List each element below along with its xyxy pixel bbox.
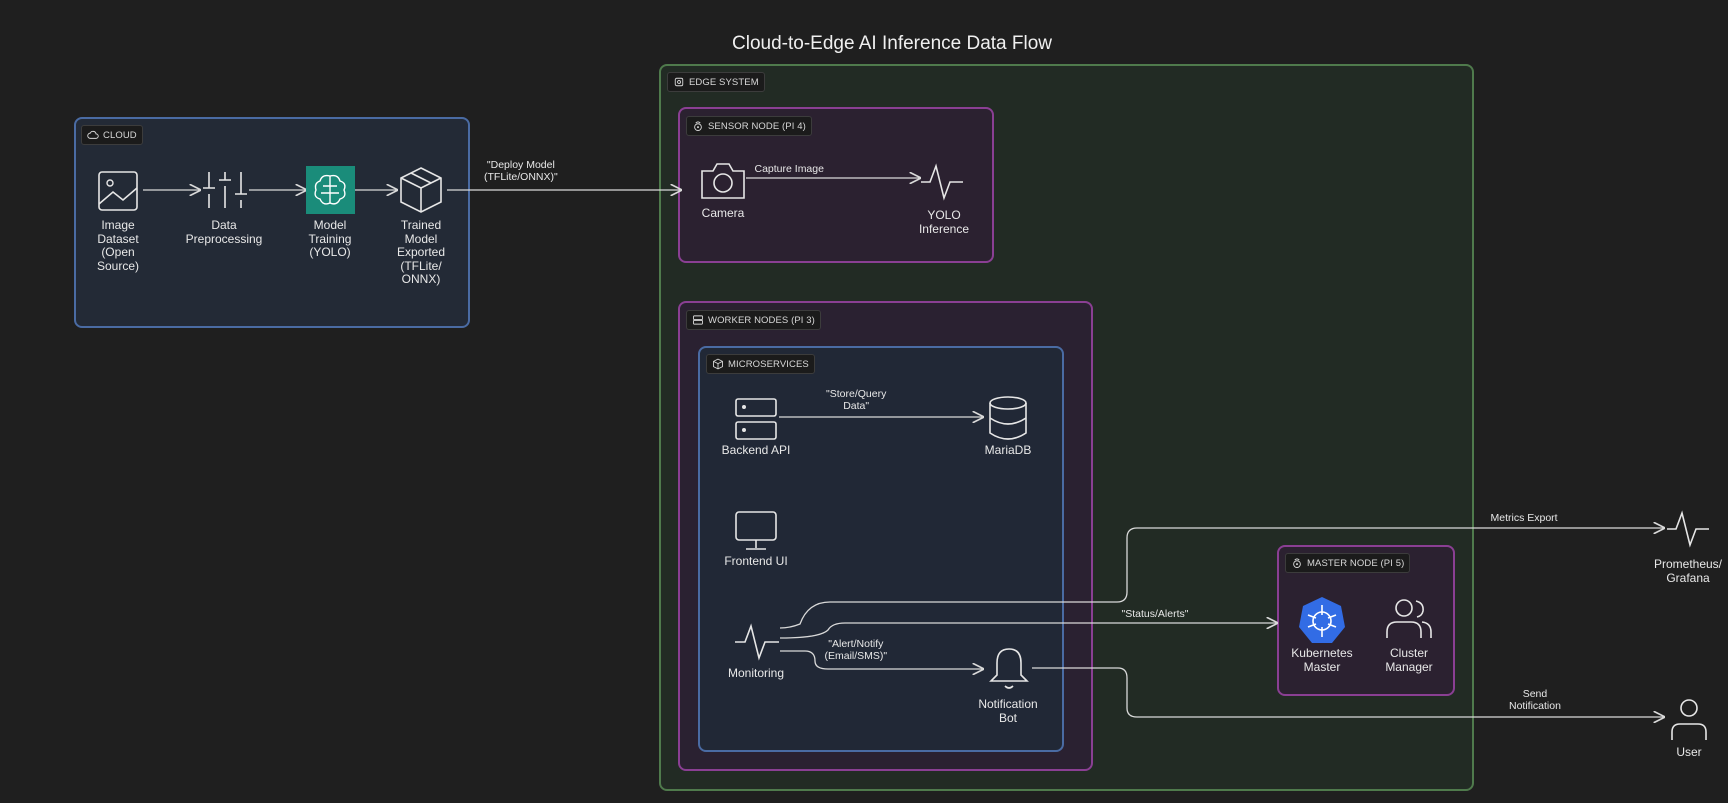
node-model-training: Model Training (YOLO) [308, 218, 352, 259]
master-group-label: MASTER NODE (PI 5) [1285, 553, 1411, 573]
node-notification-bot: Notification Bot [978, 697, 1038, 725]
sensor-group-label: SENSOR NODE (PI 4) [686, 116, 812, 136]
camera-icon [701, 163, 745, 199]
monitor-icon [735, 511, 777, 550]
pulse-icon [1667, 510, 1709, 548]
node-cluster-manager: Cluster Manager [1385, 646, 1433, 674]
users-icon [1386, 599, 1432, 638]
pulse-icon [921, 163, 963, 201]
microservices-group-title: MICROSERVICES [728, 358, 809, 370]
node-kubernetes-master: Kubernetes Master [1291, 646, 1353, 674]
edge-send-notification [1032, 667, 1664, 717]
edge-group-title: EDGE SYSTEM [689, 76, 759, 88]
edge-label-store-query: "Store/Query Data" [823, 388, 890, 412]
diagram-title: Cloud-to-Edge AI Inference Data Flow [732, 33, 1053, 54]
ml-training-service-icon [306, 166, 355, 214]
node-frontend-ui: Frontend UI [724, 554, 788, 568]
edge-label-send-notification: Send Notification [1506, 688, 1564, 712]
node-yolo-inference: YOLO Inference [918, 208, 970, 236]
chip-icon [674, 77, 684, 87]
server-icon [693, 315, 703, 325]
edge-group-label: EDGE SYSTEM [667, 72, 765, 92]
node-camera: Camera [701, 206, 745, 220]
cloud-group-label: CLOUD [81, 125, 143, 145]
bell-icon [989, 648, 1029, 689]
edge-alert-notify [780, 650, 983, 669]
node-backend-api: Backend API [721, 443, 791, 457]
microservices-group-label: MICROSERVICES [706, 354, 815, 374]
edge-metrics-export [779, 528, 1664, 629]
node-image-dataset: Image Dataset (Open Source) [96, 218, 140, 273]
edge-status-alerts [779, 623, 1277, 639]
node-mariadb: MariaDB [984, 443, 1032, 457]
group-cloud [74, 117, 470, 328]
edge-label-capture-image: Capture Image [751, 163, 827, 175]
worker-group-title: WORKER NODES (PI 3) [708, 314, 815, 326]
edge-label-deploy-model: "Deploy Model (TFLite/ONNX)" [481, 159, 561, 183]
user-icon [1671, 699, 1707, 740]
raspberry-pi-icon [694, 121, 702, 131]
cloud-icon [87, 130, 99, 139]
master-group-title: MASTER NODE (PI 5) [1307, 557, 1405, 569]
sliders-icon [203, 172, 247, 208]
package-icon [400, 167, 442, 213]
edge-label-metrics-export: Metrics Export [1487, 512, 1561, 524]
worker-group-label: WORKER NODES (PI 3) [686, 310, 821, 330]
image-icon [98, 171, 138, 211]
edge-label-status-alerts: "Status/Alerts" [1118, 608, 1192, 620]
sensor-group-title: SENSOR NODE (PI 4) [708, 120, 806, 132]
node-prometheus-grafana: Prometheus/ Grafana [1653, 557, 1723, 585]
package-icon [713, 358, 723, 370]
kubernetes-icon [1299, 597, 1345, 643]
node-trained-model: Trained Model Exported (TFLite/ ONNX) [396, 218, 446, 286]
database-icon [989, 396, 1027, 440]
server-icon [735, 398, 777, 440]
node-data-preprocessing: Data Preprocessing [185, 218, 263, 246]
raspberry-pi-icon [1293, 558, 1301, 568]
node-monitoring: Monitoring [727, 666, 785, 680]
pulse-icon [735, 623, 779, 661]
cloud-group-title: CLOUD [103, 129, 137, 141]
edge-label-alert-notify: "Alert/Notify (Email/SMS)" [821, 638, 891, 662]
node-user: User [1676, 745, 1702, 759]
